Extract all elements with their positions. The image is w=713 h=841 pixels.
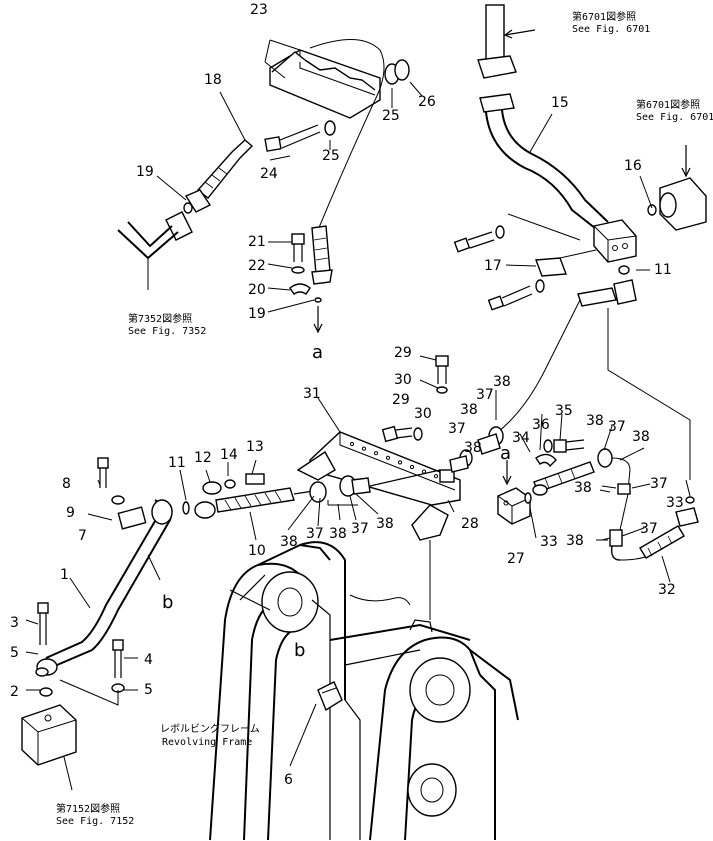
callout-37-d: 37	[650, 476, 668, 492]
ref-fig7352-en: See Fig. 7352	[128, 326, 206, 337]
callout-26: 26	[418, 94, 436, 110]
callout-1: 1	[60, 567, 69, 583]
letter-a-upper: a	[312, 342, 323, 363]
callout-5-right: 5	[144, 682, 153, 698]
letter-a-lower: a	[500, 443, 511, 464]
callout-24: 24	[260, 166, 278, 182]
callout-31: 31	[303, 386, 321, 402]
callout-4: 4	[144, 652, 153, 668]
callout-28: 28	[461, 516, 479, 532]
callout-19-lower: 19	[248, 306, 266, 322]
callout-37-g: 37	[351, 521, 369, 537]
callout-numbers: 23 18 19 24 25 25 26 21 22 20 19 a 15 16…	[10, 2, 684, 788]
upper-right-assembly	[453, 4, 707, 480]
bracket-hole	[373, 451, 379, 456]
callout-37-b: 37	[448, 421, 466, 437]
callout-2: 2	[10, 684, 19, 700]
callout-38-j: 38	[376, 516, 394, 532]
callout-33-left: 33	[540, 534, 558, 550]
bracket-hole	[409, 464, 415, 470]
callout-37-a: 37	[476, 387, 494, 403]
ref-fig6701-right-jp: 第6701図参照	[636, 98, 700, 111]
right-middle-assembly	[381, 355, 699, 561]
letter-b-left: b	[162, 592, 173, 613]
callout-38-c: 38	[464, 440, 482, 456]
callout-29-lower: 29	[392, 392, 410, 408]
callout-10: 10	[248, 543, 266, 559]
callout-18: 18	[204, 72, 222, 88]
callout-22: 22	[248, 258, 266, 274]
callout-33-right: 33	[666, 495, 684, 511]
callout-7: 7	[78, 528, 87, 544]
callout-5-left: 5	[10, 645, 19, 661]
callout-34: 34	[512, 430, 530, 446]
ref-frame-en: Revolving Frame	[162, 737, 252, 748]
callout-8: 8	[62, 476, 71, 492]
callout-35: 35	[555, 403, 573, 419]
callout-6: 6	[284, 772, 293, 788]
callout-21: 21	[248, 234, 266, 250]
callout-13: 13	[246, 439, 264, 455]
leader-lines	[25, 39, 691, 767]
revolving-frame	[209, 541, 519, 841]
callout-12: 12	[194, 450, 212, 466]
callout-20: 20	[248, 282, 266, 298]
ref-frame-jp: レボルビングフレーム	[160, 722, 260, 735]
bracket-hole	[349, 441, 355, 447]
reference-notes: 第6701図参照 See Fig. 6701 第6701図参照 See Fig.…	[56, 10, 713, 827]
callout-37-e: 37	[640, 521, 658, 537]
callout-36: 36	[532, 417, 550, 433]
callout-3: 3	[10, 615, 19, 631]
callout-38-h: 38	[280, 534, 298, 550]
callout-38-f: 38	[574, 480, 592, 496]
callout-32: 32	[658, 582, 676, 598]
hose-10-assembly	[182, 469, 441, 519]
callout-25-lower: 25	[322, 148, 340, 164]
callout-38-e: 38	[632, 429, 650, 445]
ref-fig6701-top-jp: 第6701図参照	[572, 10, 636, 23]
callout-29-upper: 29	[394, 345, 412, 361]
callout-25-upper: 25	[382, 108, 400, 124]
letter-b-right: b	[294, 640, 305, 661]
callout-38-g: 38	[566, 533, 584, 549]
callout-17: 17	[484, 258, 502, 274]
bracket-hole	[361, 446, 367, 451]
callout-38-a: 38	[493, 374, 511, 390]
bracket-hole	[397, 460, 403, 465]
clamp-28	[439, 469, 455, 483]
callout-11-left: 11	[168, 455, 186, 471]
callout-30-lower: 30	[414, 406, 432, 422]
clamp-7	[117, 506, 147, 530]
callout-37-f: 37	[306, 526, 324, 542]
ref-fig7352-jp: 第7352図参照	[128, 312, 192, 325]
ref-fig7152-en: See Fig. 7152	[56, 816, 134, 827]
callout-38-d: 38	[586, 413, 604, 429]
callout-19-upper: 19	[136, 164, 154, 180]
ref-fig6701-right-en: See Fig. 6701	[636, 112, 713, 123]
bracket-hole	[385, 455, 391, 460]
ref-fig6701-top-en: See Fig. 6701	[572, 24, 650, 35]
callout-9: 9	[66, 505, 75, 521]
upper-left-assembly	[117, 39, 410, 334]
callout-27: 27	[507, 551, 525, 567]
callout-23: 23	[250, 2, 268, 18]
callout-15: 15	[551, 95, 569, 111]
ref-fig7152-jp: 第7152図参照	[56, 802, 120, 815]
pipe-1-assembly	[21, 457, 173, 791]
callout-14: 14	[220, 447, 238, 463]
callout-11-right: 11	[654, 262, 672, 278]
callout-30-upper: 30	[394, 372, 412, 388]
callout-38-i: 38	[329, 526, 347, 542]
callout-16: 16	[624, 158, 642, 174]
callout-38-b: 38	[460, 402, 478, 418]
callout-37-c: 37	[608, 419, 626, 435]
bracket-hole	[433, 474, 439, 479]
